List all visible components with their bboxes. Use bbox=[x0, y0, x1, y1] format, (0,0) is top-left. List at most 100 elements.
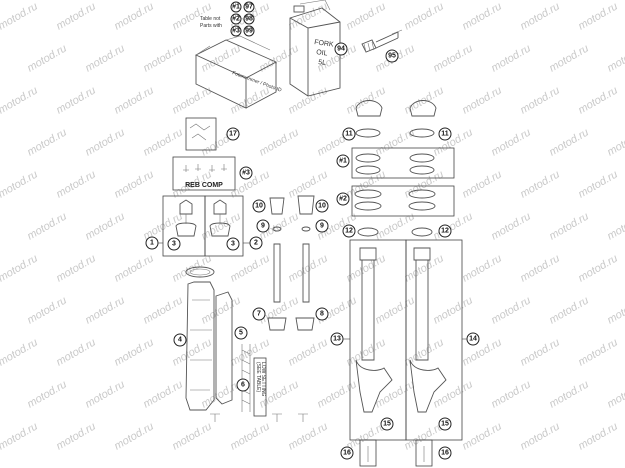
kit-number-99[interactable]: 99 bbox=[243, 25, 255, 37]
callout-kit-1[interactable]: #1 bbox=[336, 154, 350, 168]
callout-17[interactable]: 17 bbox=[226, 127, 240, 141]
svg-text:4: 4 bbox=[178, 337, 182, 344]
watermark-text: motod.ru bbox=[547, 126, 591, 158]
kit-2-box bbox=[351, 185, 455, 217]
svg-text:7: 7 bbox=[257, 311, 261, 318]
callout-2[interactable]: 2 bbox=[249, 236, 263, 250]
svg-text:13: 13 bbox=[333, 336, 341, 343]
svg-text:9: 9 bbox=[261, 223, 265, 230]
oil-can-text-1: FORK bbox=[314, 39, 335, 49]
svg-text:97: 97 bbox=[245, 4, 253, 11]
callout-8[interactable]: 8 bbox=[315, 307, 329, 321]
svg-text:5: 5 bbox=[239, 330, 243, 337]
watermark-text: motod.ru bbox=[25, 126, 69, 158]
kit-code-3[interactable]: #3 bbox=[230, 25, 242, 37]
shock-label-strip: LOW SETTING (SEE TABLE) bbox=[253, 357, 267, 417]
callout-13[interactable]: 13 bbox=[330, 332, 344, 346]
callout-12a[interactable]: 12 bbox=[342, 224, 356, 238]
callout-16a[interactable]: 16 bbox=[340, 446, 354, 460]
callout-4[interactable]: 4 bbox=[173, 333, 187, 347]
callout-11b[interactable]: 11 bbox=[438, 127, 452, 141]
svg-text:#1: #1 bbox=[232, 4, 240, 11]
watermark-text: motod.ru bbox=[460, 252, 504, 284]
watermark-text: motod.ru bbox=[112, 0, 156, 32]
callout-7[interactable]: 7 bbox=[252, 307, 266, 321]
axle-parts bbox=[359, 439, 433, 467]
callout-10a[interactable]: 10 bbox=[252, 199, 266, 213]
watermark-text: motod.ru bbox=[518, 0, 562, 32]
note-line-1: Table not bbox=[200, 16, 221, 22]
watermark-text: motod.ru bbox=[489, 126, 533, 158]
callout-11a[interactable]: 11 bbox=[342, 127, 356, 141]
watermark-text: motod.ru bbox=[402, 336, 446, 368]
callout-9a[interactable]: 9 bbox=[256, 219, 270, 233]
watermark-text: motod.ru bbox=[83, 126, 127, 158]
watermark-text: motod.ru bbox=[286, 420, 330, 452]
callout-12b[interactable]: 12 bbox=[438, 224, 452, 238]
callout-16b[interactable]: 16 bbox=[438, 446, 452, 460]
kit-number-97[interactable]: 97 bbox=[243, 1, 255, 13]
watermark-text: motod.ru bbox=[518, 84, 562, 116]
callout-6[interactable]: 6 bbox=[236, 378, 250, 392]
callout-9b[interactable]: 9 bbox=[315, 219, 329, 233]
watermark-text: motod.ru bbox=[228, 252, 272, 284]
watermark-text: motod.ru bbox=[170, 420, 214, 452]
kit-1-box bbox=[351, 147, 455, 179]
callout-94[interactable]: 94 bbox=[334, 42, 348, 56]
oil-can-text-3: 5L bbox=[318, 59, 327, 67]
watermark-text: motod.ru bbox=[431, 42, 475, 74]
callout-95[interactable]: 95 bbox=[385, 49, 399, 63]
callout-kit-3[interactable]: #3 bbox=[239, 166, 253, 180]
watermark-text: motod.ru bbox=[373, 210, 417, 242]
callout-3b[interactable]: 3 bbox=[226, 237, 240, 251]
svg-text:#3: #3 bbox=[232, 28, 240, 35]
callout-kit-2[interactable]: #2 bbox=[336, 192, 350, 206]
watermark-text: motod.ru bbox=[199, 210, 243, 242]
svg-text:8: 8 bbox=[320, 311, 324, 318]
watermark-text: motod.ru bbox=[199, 378, 243, 410]
watermark-text: motod.ru bbox=[518, 252, 562, 284]
watermark-text: motod.ru bbox=[518, 420, 562, 452]
watermark-text: motod.ru bbox=[112, 84, 156, 116]
watermark-text: motod.ru bbox=[431, 294, 475, 326]
callout-3a[interactable]: 3 bbox=[167, 237, 181, 251]
watermark-text: motod.ru bbox=[141, 294, 185, 326]
watermark-text: motod.ru bbox=[576, 0, 620, 32]
reb-comp-kit: REB COMP bbox=[172, 156, 236, 191]
watermark-text: motod.ru bbox=[228, 84, 272, 116]
watermark-text: motod.ru bbox=[576, 420, 620, 452]
watermark-text: motod.ru bbox=[199, 294, 243, 326]
part-17 bbox=[185, 117, 217, 151]
kit-code-1[interactable]: #1 bbox=[230, 1, 242, 13]
svg-text:11: 11 bbox=[441, 131, 449, 138]
watermark-text: motod.ru bbox=[489, 294, 533, 326]
watermark-text: motod.ru bbox=[112, 336, 156, 368]
watermark-text: motod.ru bbox=[373, 378, 417, 410]
svg-text:10: 10 bbox=[318, 203, 326, 210]
svg-text:94: 94 bbox=[337, 46, 345, 53]
watermark-text: motod.ru bbox=[518, 336, 562, 368]
callout-5[interactable]: 5 bbox=[234, 326, 248, 340]
callout-15a[interactable]: 15 bbox=[380, 417, 394, 431]
callout-1[interactable]: 1 bbox=[145, 236, 159, 250]
svg-text:10: 10 bbox=[255, 203, 263, 210]
watermark-text: motod.ru bbox=[431, 378, 475, 410]
kit-code-2[interactable]: #2 bbox=[230, 13, 242, 25]
watermark-text: motod.ru bbox=[141, 378, 185, 410]
kit-number-98[interactable]: 98 bbox=[243, 13, 255, 25]
callout-14[interactable]: 14 bbox=[466, 332, 480, 346]
watermark-text: motod.ru bbox=[141, 126, 185, 158]
callout-15b[interactable]: 15 bbox=[438, 417, 452, 431]
watermark-text: motod.ru bbox=[0, 252, 40, 284]
watermark-text: motod.ru bbox=[0, 336, 40, 368]
part-4-outer-tube bbox=[185, 266, 233, 411]
svg-text:98: 98 bbox=[245, 16, 253, 23]
watermark-text: motod.ru bbox=[431, 210, 475, 242]
svg-text:2: 2 bbox=[254, 240, 258, 247]
callout-10b[interactable]: 10 bbox=[315, 199, 329, 213]
watermark-layer: motod.ru motod.ru motod.ru motod.ru motod.ru… bbox=[0, 0, 625, 452]
fork-leg-right bbox=[405, 239, 463, 441]
watermark-text: motod.ru bbox=[576, 336, 620, 368]
watermark-text: motod.ru bbox=[344, 0, 388, 32]
watermark-text: motod.ru bbox=[344, 336, 388, 368]
